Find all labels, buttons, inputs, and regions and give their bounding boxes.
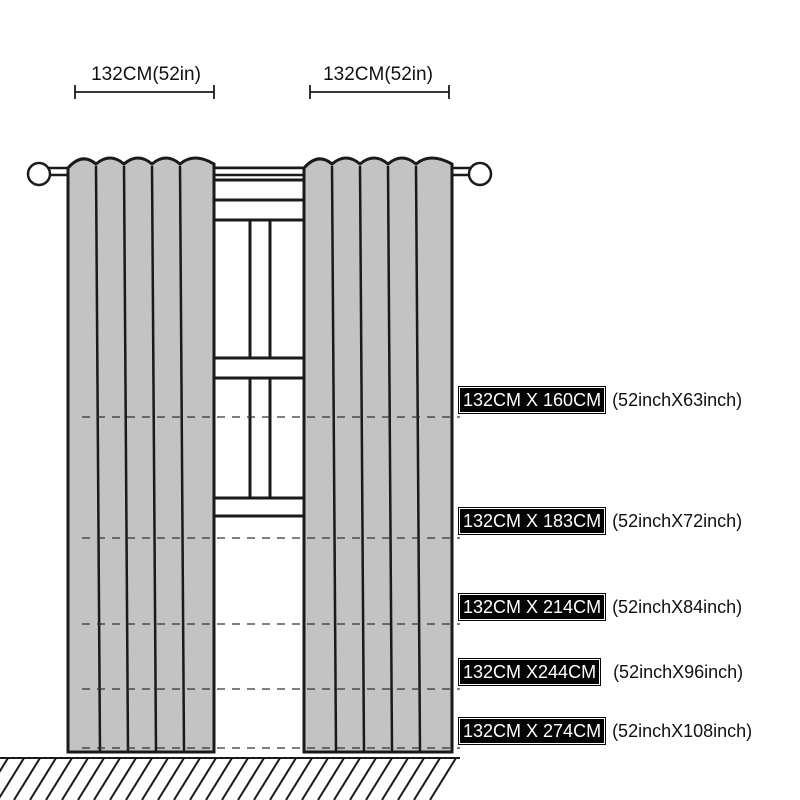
floor-hatch [0,757,25,799]
floor-hatch [429,757,457,800]
curtain-fold [94,165,102,753]
size-option: 132CM X 214CM (52inchX84inch) [458,593,743,621]
floor-hatch [285,757,313,800]
curtain-fold [330,165,338,753]
size-inch-label: (52inchX72inch) [612,511,743,531]
curtain-panel-right [302,156,454,754]
floor-hatch [157,757,185,800]
floor-hatch [141,757,169,800]
floor-hatch [77,757,105,800]
curtain-fold [414,165,422,753]
size-inch-label: (52inchX96inch) [613,662,744,682]
panel-width-label: 132CM(52in) [323,64,433,85]
curtain-panel-left [66,156,216,754]
floor-hatch [93,757,121,800]
size-metric-label: 132CM X 183CM [458,507,607,535]
floor-hatch [205,757,233,800]
floor-hatch [0,757,9,773]
floor-hatch [173,757,201,800]
floor-hatch [301,757,329,800]
window-frame [210,166,310,518]
width-indicator-left: 132CM(52in) [74,64,215,99]
size-metric-label: 132CM X 160CM [458,386,607,414]
floor-hatch [61,757,89,800]
floor-hatch [349,757,377,800]
size-option: 132CM X 183CM (52inchX72inch) [458,507,743,535]
length-marker-lines [82,416,460,749]
size-metric-label: 132CM X244CM [458,658,602,686]
size-inch-label: (52inchX63inch) [612,390,743,410]
floor-hatch [189,757,217,800]
curtain-fold [150,165,158,753]
floor-hatch [13,757,41,800]
size-inch-label: (52inchX108inch) [612,721,753,741]
floor-hatch [365,757,393,800]
rod-finial-left [26,161,52,187]
size-metric-label: 132CM X 214CM [458,593,607,621]
floor [0,757,460,800]
size-option: 132CM X 160CM (52inchX63inch) [458,386,743,414]
floor-hatch [45,757,73,800]
curtain-fold [122,165,130,753]
size-inch-label: (52inchX84inch) [612,597,743,617]
width-indicator-right: 132CM(52in) [309,64,450,99]
floor-hatch [109,757,137,800]
floor-hatch [381,757,409,800]
floor-hatch [221,757,249,800]
size-option: 132CM X244CM (52inchX96inch) [458,658,744,686]
floor-hatch [237,757,265,800]
curtain-fold [386,165,394,753]
floor-hatch [125,757,153,800]
floor-hatch [253,757,281,800]
rod-finial-right [467,161,493,187]
size-metric-label: 132CM X 274CM [458,717,607,745]
floor-hatch [397,757,425,800]
floor-hatch [413,757,441,800]
panel-width-label: 132CM(52in) [91,64,201,85]
floor-hatch [333,757,361,800]
floor-hatch [269,757,297,800]
floor-hatch [29,757,57,800]
curtain-fold [178,165,186,753]
curtain-fold [358,165,366,753]
size-option: 132CM X 274CM (52inchX108inch) [458,717,753,745]
floor-hatch [317,757,345,800]
